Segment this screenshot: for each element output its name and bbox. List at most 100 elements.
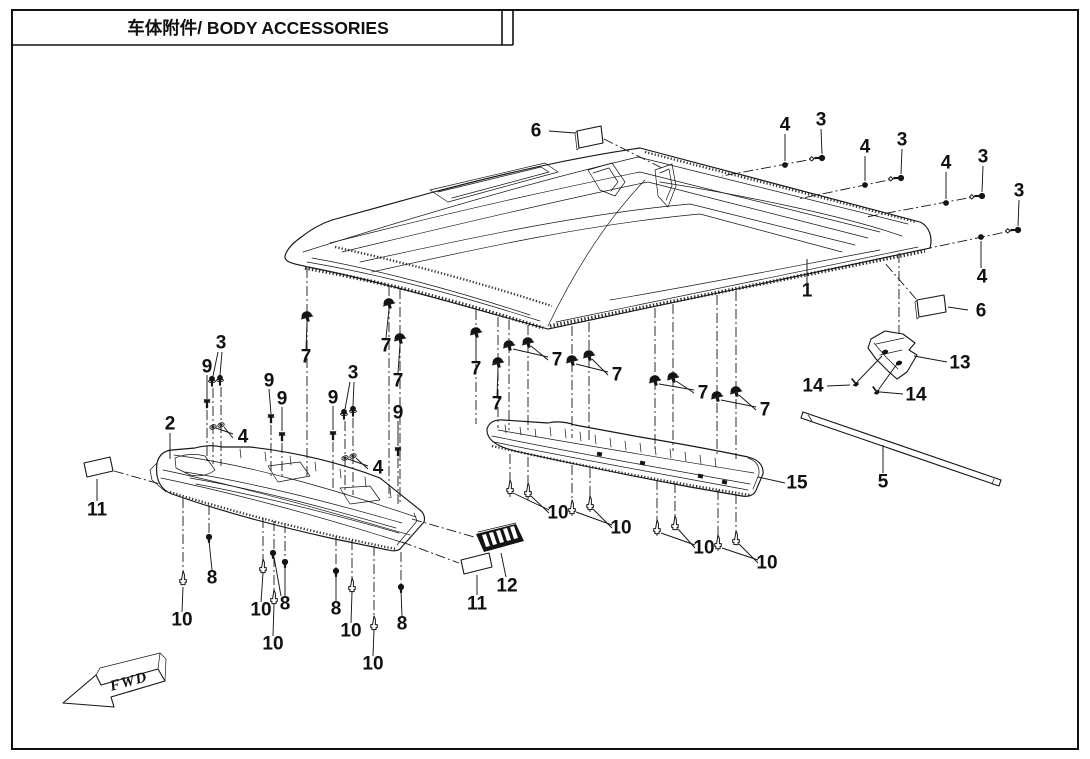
leader-line	[857, 355, 883, 382]
leader-line	[352, 381, 355, 407]
title-box	[12, 10, 514, 46]
dashdot-axis-line	[411, 518, 475, 538]
fastener-boltf-icon	[340, 408, 348, 420]
fastener-screw-icon	[348, 577, 356, 593]
callout-label-7: 7	[492, 394, 503, 415]
pad-part-11-mid	[460, 552, 493, 575]
callout-label-7: 7	[760, 400, 771, 421]
callout-label-4: 4	[941, 153, 952, 174]
leader-line	[212, 351, 219, 377]
fastener-pin-icon	[729, 386, 743, 398]
leader-line	[272, 603, 275, 637]
callout-label-15: 15	[786, 473, 808, 494]
callout-label-10: 10	[610, 518, 631, 539]
fastener-washer-icon	[349, 453, 357, 459]
leader-line	[215, 427, 234, 435]
leader-line	[721, 547, 759, 561]
leader-line	[500, 552, 507, 578]
callout-label-3: 3	[216, 333, 227, 354]
fastener-screw-icon	[506, 479, 514, 495]
leader-line	[720, 399, 757, 408]
page-title: 车体附件/ BODY ACCESSORIES	[127, 18, 389, 38]
callout-label-4: 4	[238, 427, 249, 448]
leader-line	[677, 528, 696, 549]
callout-label-9: 9	[393, 403, 404, 424]
fastener-dot-icon	[281, 558, 289, 568]
callout-label-8: 8	[280, 594, 291, 615]
callout-label-9: 9	[264, 371, 275, 392]
seal-pad-part-6-top	[574, 125, 604, 151]
fastener-screw-icon	[586, 495, 594, 511]
callout-label-3: 3	[348, 363, 359, 384]
fastener-screw-icon	[653, 519, 661, 535]
callout-label-7: 7	[393, 371, 404, 392]
leader-line	[820, 128, 823, 155]
fastener-washer-icon	[217, 422, 225, 428]
callout-label-3: 3	[897, 130, 908, 151]
leader-line	[350, 591, 353, 624]
pad-part-11-left	[83, 456, 114, 478]
callout-label-7: 7	[381, 336, 392, 357]
fastener-screw-icon	[179, 570, 187, 586]
fastener-bolt-icon	[267, 414, 275, 424]
callout-label-8: 8	[397, 614, 408, 635]
callout-label-3: 3	[816, 110, 827, 131]
liner-hatch	[169, 490, 397, 551]
callout-label-3: 3	[978, 147, 989, 168]
fastener-pin-icon	[502, 340, 516, 352]
callout-label-9: 9	[277, 389, 288, 410]
fastener-dot-icon	[332, 567, 340, 577]
fastener-dot-icon	[205, 533, 213, 543]
leader-line	[738, 543, 759, 564]
callout-label-7: 7	[698, 383, 709, 404]
leader-line	[400, 590, 403, 617]
fastener-hbolt-icon	[809, 154, 826, 162]
fastener-pin-icon	[469, 327, 483, 339]
dashdot-axis-line	[929, 228, 1021, 249]
leader-line	[219, 351, 223, 376]
fastener-nut-icon	[862, 182, 868, 188]
fastener-bolt-icon	[278, 432, 286, 442]
fastener-bolt-icon	[203, 399, 211, 409]
fastener-flat-icon	[851, 377, 859, 387]
fastener-nut-icon	[782, 162, 788, 168]
roof-panel-part-1	[284, 147, 932, 330]
dashdot-axis-line	[603, 138, 663, 169]
fastener-boltf-icon	[208, 375, 216, 387]
dashdot-axis-line	[401, 541, 460, 564]
fastener-pin-icon	[393, 333, 407, 345]
leader-line	[878, 363, 898, 390]
callout-label-6: 6	[976, 301, 987, 322]
fastener-pin-icon	[648, 375, 662, 387]
leader-line	[879, 391, 904, 395]
callout-label-5: 5	[878, 472, 889, 493]
leader-line	[826, 384, 851, 387]
leader-line	[530, 495, 550, 514]
callout-label-7: 7	[552, 350, 563, 371]
fastener-pin-icon	[300, 311, 314, 323]
leader-line	[981, 165, 984, 193]
roof-rear-hatch	[549, 249, 926, 328]
callout-label-10: 10	[171, 610, 192, 631]
leader-line	[397, 343, 401, 374]
leader-line	[223, 426, 234, 439]
callout-label-4: 4	[860, 137, 871, 158]
fastener-screw-icon	[370, 615, 378, 631]
fastener-screw-icon	[732, 530, 740, 546]
fastener-flat-icon	[872, 385, 880, 395]
callout-label-7: 7	[471, 359, 482, 380]
dashdot-axis-line	[797, 176, 904, 200]
leader-line	[592, 508, 613, 529]
fastener-hbolt-icon	[1005, 226, 1022, 234]
dashdot-axis-line	[883, 261, 917, 300]
callout-label-14: 14	[802, 376, 824, 397]
fastener-screw-icon	[568, 499, 576, 515]
fastener-pin-icon	[491, 357, 505, 369]
callout-label-11: 11	[87, 500, 108, 521]
roof-liner-part-2	[149, 445, 426, 552]
dashdot-axis-line	[113, 470, 161, 485]
callout-label-9: 9	[202, 357, 213, 378]
callout-label-4: 4	[977, 267, 988, 288]
leader-line	[181, 586, 184, 613]
